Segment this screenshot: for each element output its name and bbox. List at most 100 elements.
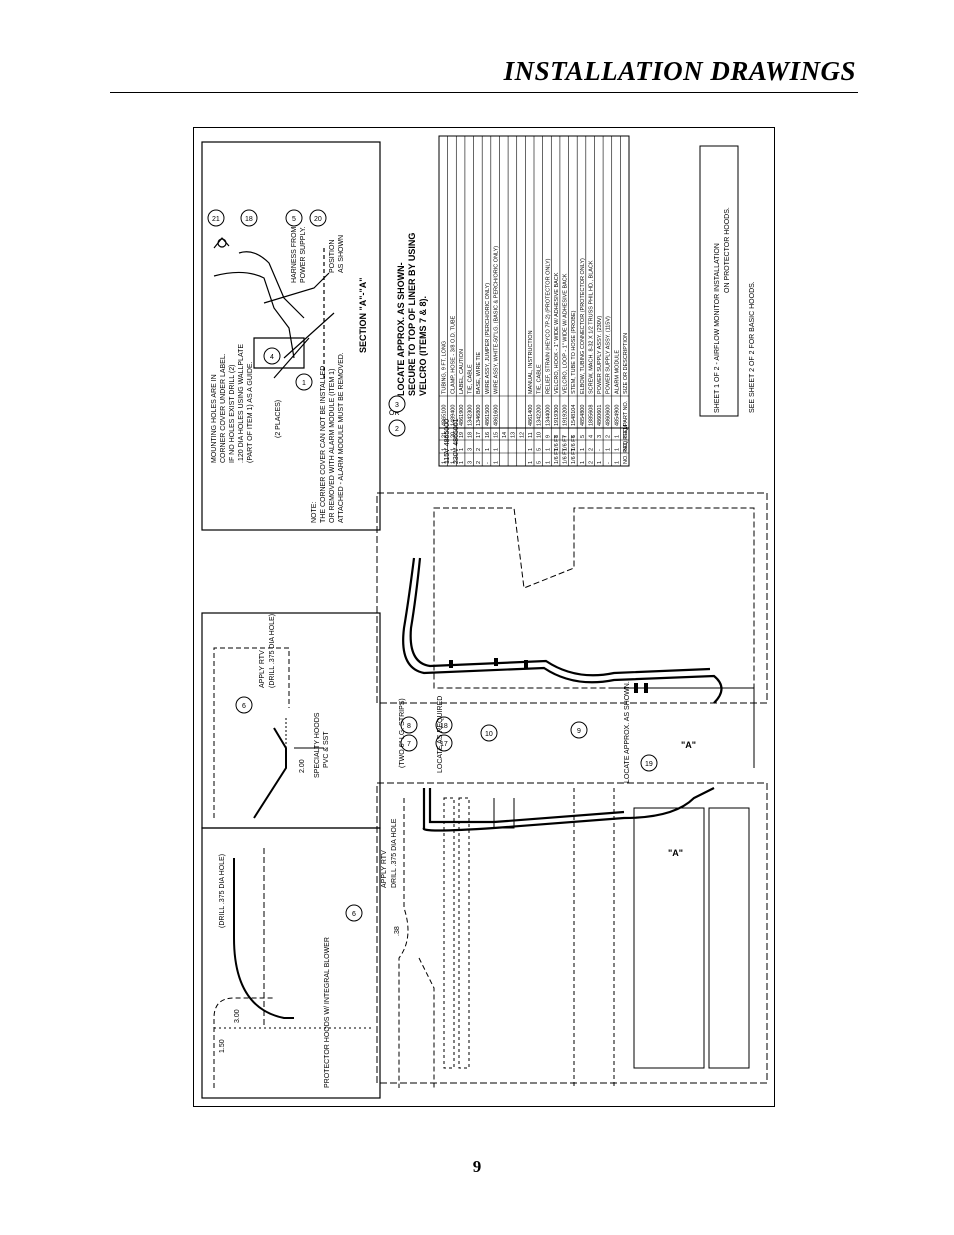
tie-marks	[449, 658, 648, 693]
position-label-2: AS SHOWN	[338, 235, 345, 273]
note-body-1: THE CORNER COVER CAN NOT BE INSTALLED	[320, 366, 327, 523]
two-strips: (TWO 6" LG. STRIPS)	[399, 698, 406, 768]
parts-table-cell: 13	[511, 432, 517, 438]
callout-9: 9	[577, 728, 581, 735]
parts-table-cell: 1/6 FT	[571, 434, 577, 451]
parts-table-cell: 4	[588, 435, 594, 438]
page-title: INSTALLATION DRAWINGS	[503, 56, 856, 86]
parts-table-cell: 1	[442, 448, 448, 451]
parts-table-cell: 1	[545, 461, 551, 464]
parts-table-cell: 20	[450, 432, 456, 438]
note-box	[201, 141, 381, 531]
callout-19: 19	[645, 761, 653, 768]
parts-table-cell: SIZE OR DESCRIPTION	[623, 333, 629, 394]
parts-table-cell: 9	[545, 435, 551, 438]
parts-table-cell: ITEM	[623, 424, 629, 438]
parts-table-cell: 3	[597, 435, 603, 438]
parts-table-cell: 4861400	[528, 405, 534, 426]
note-line-5: (PART OF ITEM 1) AS A GUIDE.	[247, 361, 254, 463]
sheet-line-3: SEE SHEET 2 OF 2 FOR BASIC HOODS.	[749, 281, 756, 413]
or-label: OR	[389, 410, 400, 417]
callout-6a: 6	[242, 703, 246, 710]
callout-8: 8	[407, 723, 411, 730]
parts-table-cell: 1885608	[588, 405, 594, 426]
callout-21-circle	[207, 209, 225, 227]
callout-6b-circle	[345, 904, 363, 922]
parts-table-cell: RELIEF, STRAIN (HEYCO 7P-2) (PROTECTOR O…	[545, 258, 551, 394]
callout-2-circle	[388, 419, 406, 437]
parts-table-cell: 1	[614, 461, 620, 464]
parts-table-cell: -	[597, 449, 603, 451]
parts-table-cell: 5	[537, 448, 543, 451]
parts-table-cell: 1/6 FT	[563, 447, 569, 464]
callout-5-circle	[285, 209, 303, 227]
parts-table-cell: -	[485, 462, 491, 464]
parts-table-cell: 14	[502, 432, 508, 438]
parts-table-cell: 4861600	[493, 405, 499, 426]
drill-hole: DRILL .375 DIA HOLE	[391, 818, 398, 888]
parts-table-cell: 1	[580, 448, 586, 451]
parts-table-cell: 1919300	[554, 405, 560, 426]
parts-table-cell: 4854900	[614, 405, 620, 426]
protector-drill: (DRILL .375 DIA HOLE)	[219, 854, 226, 928]
page-number: 9	[472, 1157, 482, 1176]
dim-38: .38	[394, 926, 401, 936]
callout-1: 1	[302, 380, 306, 387]
parts-table-cell: 1/6 FT	[563, 434, 569, 451]
locate-note-1: LOCATE APPROX. AS SHOWN-	[396, 262, 406, 396]
parts-table-cell: 1342300	[468, 405, 474, 426]
parts-table-cell: 1	[614, 448, 620, 451]
protector-box	[201, 827, 381, 1099]
parts-table-cell: 1919200	[563, 405, 569, 426]
parts-table-cell: 12	[519, 432, 525, 438]
harness-label-2: POWER SUPPLY.	[300, 226, 307, 283]
specialty-apply: APPLY RTV	[259, 650, 266, 688]
note-label: NOTE:	[311, 502, 318, 523]
section-mark-a1: "A"	[681, 740, 696, 750]
sheet-line-2: ON PROTECTOR HOODS.	[724, 207, 731, 293]
specialty-sketch	[213, 647, 324, 819]
assy-115: 115V 4865000	[444, 419, 451, 464]
parts-table-cell: 2	[476, 448, 482, 451]
parts-table-cell: NO. REQ.	[623, 426, 629, 451]
parts-table-cell: 7	[563, 435, 569, 438]
title-rule	[110, 92, 858, 93]
drawing-canvas: MOUNTING HOLES ARE IN CORNER COVER UNDER…	[201, 135, 768, 1099]
parts-table-cell: TIE, CABLE	[468, 364, 474, 394]
sheet-box	[699, 145, 739, 417]
parts-table-cell: 1	[459, 461, 465, 464]
parts-table-cell: 17	[476, 432, 482, 438]
parts-table-cell: 15	[493, 432, 499, 438]
section-title: SECTION "A"-"A"	[358, 277, 368, 353]
callout-20: 20	[314, 216, 322, 223]
parts-table-cell: 1	[493, 448, 499, 451]
parts-table-cell: 3	[468, 448, 474, 451]
specialty-dim: 2.00	[299, 759, 306, 773]
callout-19-circle	[640, 754, 658, 772]
parts-table-cell: 4860600	[606, 405, 612, 426]
parts-table-cell: TIE, CABLE	[537, 364, 543, 394]
parts-table-cell: 2	[476, 461, 482, 464]
parts-table-cell: 4854800	[580, 405, 586, 426]
callout-7-circle	[400, 734, 418, 752]
callout-18b-circle	[240, 209, 258, 227]
parts-table-cell: 1/6 FT	[571, 447, 577, 464]
callout-7: 7	[407, 741, 411, 748]
parts-table-cell: 1	[450, 448, 456, 451]
note-body-3: ATTACHED - ALARM MODULE MUST BE REMOVED.	[338, 352, 345, 523]
parts-table-cell: PART NO.	[623, 400, 629, 426]
parts-table-cell: 1/6 FT	[554, 434, 560, 451]
callout-18-circle	[435, 716, 453, 734]
parts-table-cell: 1	[545, 448, 551, 451]
note-line-4: .120 DIA HOLES USING WALLPLATE	[238, 344, 245, 463]
parts-table-cell: 18	[468, 432, 474, 438]
callout-17: 17	[440, 741, 448, 748]
note-body-2: OR REMOVED WITH ALARM MODULE (ITEM 1)	[329, 369, 336, 523]
locate-note-2: SECURE TO TOP OF LINER BY USING	[407, 233, 417, 396]
parts-table-cell: VELCRO, LOOP - 1" WIDE W/ ADHESIVE BACK	[563, 273, 569, 394]
parts-table-cell: WIRE ASSY, JUMPER (PERCH/ORIC ONLY)	[485, 283, 491, 394]
parts-table-cell: 1	[614, 435, 620, 438]
parts-table-cell: 1/6 FT	[554, 447, 560, 464]
parts-table-cell: 1	[442, 461, 448, 464]
